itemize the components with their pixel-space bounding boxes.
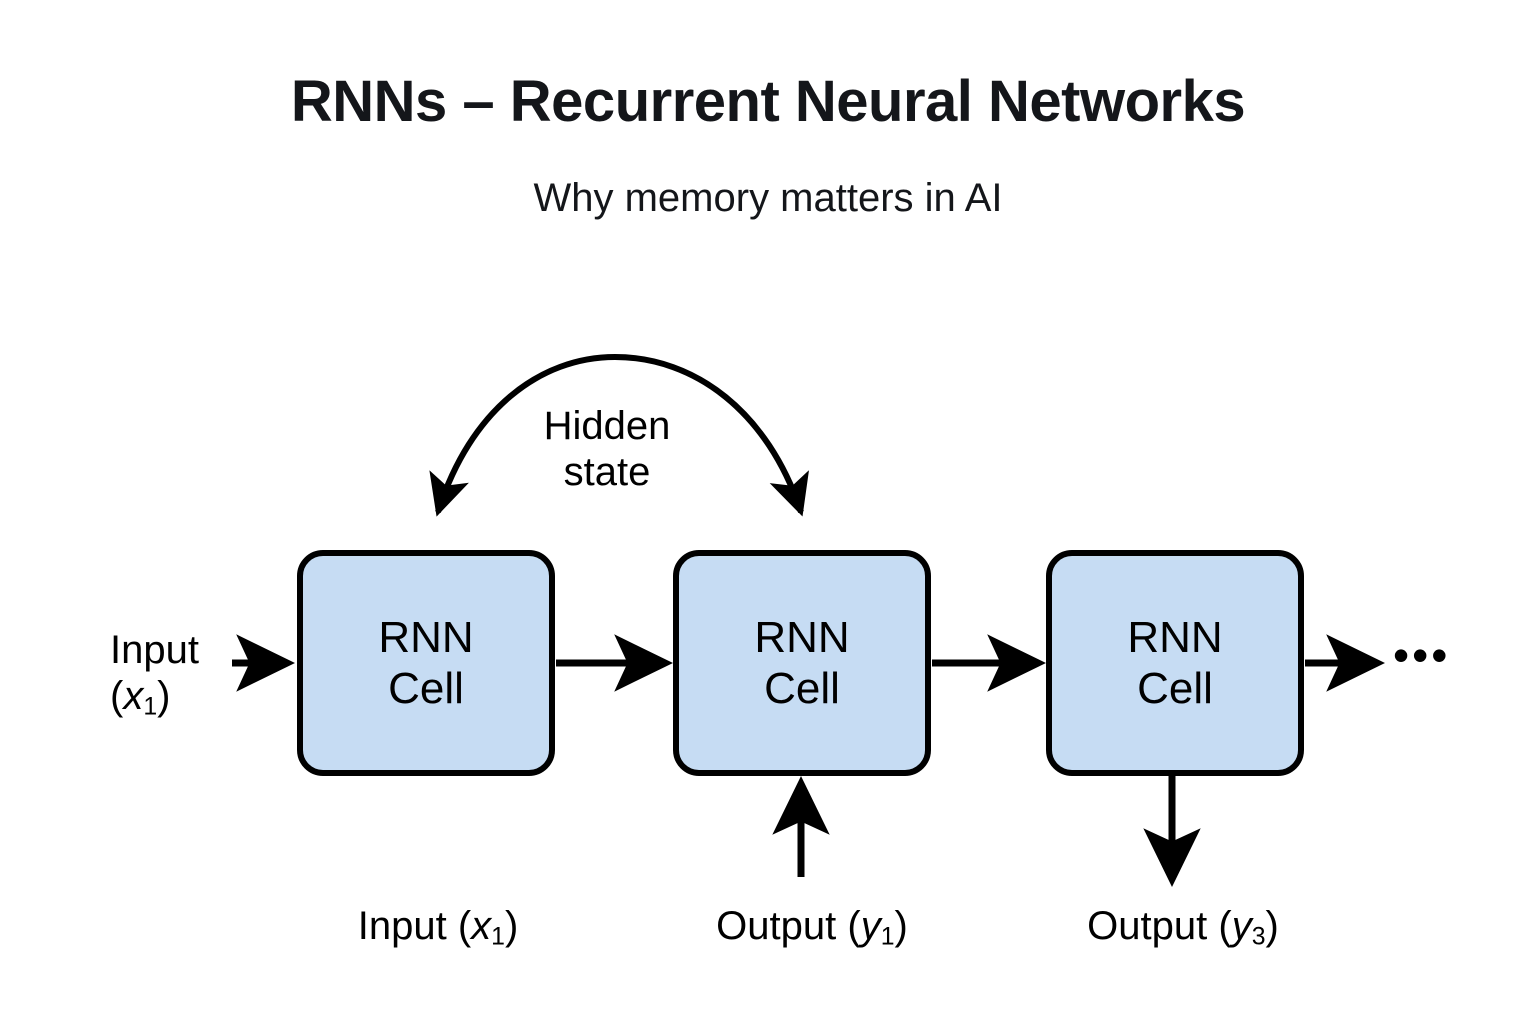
rnn-cell-1[interactable]: RNN Cell bbox=[297, 550, 555, 776]
bottom-label-output-y1: Output (y1) bbox=[716, 903, 908, 952]
rnn-cell-2[interactable]: RNN Cell bbox=[673, 550, 931, 776]
rnn-cell-2-line1: RNN bbox=[754, 612, 850, 662]
bottom-label-1-prefix: Input ( bbox=[357, 904, 472, 948]
bottom-label-output-y3: Output (y3) bbox=[1087, 903, 1279, 952]
bottom-label-1-variable: x bbox=[471, 904, 492, 948]
bottom-label-3-subscript: 3 bbox=[1251, 923, 1266, 951]
bottom-label-3-prefix: Output ( bbox=[1087, 904, 1232, 948]
continuation-ellipsis: ••• bbox=[1393, 629, 1451, 681]
rnn-cell-3-line1: RNN bbox=[1127, 612, 1223, 662]
rnn-cell-1-line1: RNN bbox=[378, 612, 474, 662]
hidden-state-label-line2: state bbox=[563, 449, 651, 494]
bottom-label-input-x1: Input (x1) bbox=[358, 903, 519, 952]
bottom-label-2-variable: y bbox=[860, 904, 881, 948]
bottom-label-2-subscript: 1 bbox=[880, 923, 895, 951]
hidden-state-label-line1: Hidden bbox=[543, 404, 671, 448]
input-left-label-line2: (x1) bbox=[110, 673, 199, 722]
bottom-label-2-suffix: ) bbox=[894, 904, 908, 948]
bottom-label-2-prefix: Output ( bbox=[716, 904, 861, 948]
input-left-subscript: 1 bbox=[143, 693, 158, 721]
input-left-label-line1: Input bbox=[110, 628, 199, 672]
input-left-paren-close: ) bbox=[157, 674, 171, 719]
hidden-state-arc bbox=[429, 354, 809, 517]
hidden-state-label: Hidden state bbox=[544, 404, 671, 495]
page-subtitle: Why memory matters in AI bbox=[533, 176, 1003, 220]
bottom-label-3-variable: y bbox=[1231, 904, 1252, 948]
bottom-label-1-subscript: 1 bbox=[491, 923, 505, 951]
input-left-variable: x bbox=[123, 674, 144, 719]
input-left-label: Input (x1) bbox=[110, 627, 199, 723]
rnn-cell-2-line2: Cell bbox=[764, 664, 840, 713]
input-left-paren-open: ( bbox=[110, 674, 124, 719]
bottom-label-3-suffix: ) bbox=[1265, 904, 1279, 948]
rnn-cell-3-line2: Cell bbox=[1137, 664, 1213, 713]
rnn-cell-1-line2: Cell bbox=[388, 664, 464, 713]
bottom-label-1-suffix: ) bbox=[504, 904, 519, 948]
rnn-cell-3[interactable]: RNN Cell bbox=[1046, 550, 1304, 776]
page-title: RNNs – Recurrent Neural Networks bbox=[290, 69, 1246, 134]
